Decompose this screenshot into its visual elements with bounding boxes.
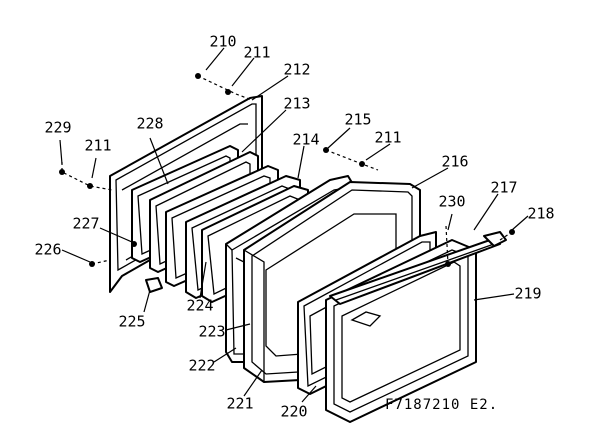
callout-215: 215 bbox=[344, 110, 372, 129]
callout-219: 219 bbox=[514, 284, 542, 303]
callout-220: 220 bbox=[280, 402, 308, 421]
callout-211-right: 211 bbox=[374, 128, 402, 147]
callout-228: 228 bbox=[136, 114, 164, 133]
callout-227: 227 bbox=[72, 214, 100, 233]
model-code: F7187210 E2. bbox=[385, 397, 499, 413]
leader-lines bbox=[59, 47, 529, 403]
callout-226: 226 bbox=[34, 240, 62, 259]
callout-221: 221 bbox=[226, 394, 254, 413]
assembly-lines bbox=[61, 75, 513, 265]
callout-218: 218 bbox=[527, 204, 555, 223]
callout-211-left: 211 bbox=[84, 136, 112, 155]
callout-217: 217 bbox=[490, 178, 518, 197]
callout-222: 222 bbox=[188, 356, 216, 375]
callout-212: 212 bbox=[283, 60, 311, 79]
callout-229: 229 bbox=[44, 118, 72, 137]
callout-230: 230 bbox=[438, 192, 466, 211]
callout-211-top: 211 bbox=[243, 43, 271, 62]
door-handle bbox=[329, 231, 507, 305]
callout-224: 224 bbox=[186, 296, 214, 315]
callout-210: 210 bbox=[209, 32, 237, 51]
callout-213: 213 bbox=[283, 94, 311, 113]
callout-216: 216 bbox=[441, 152, 469, 171]
callout-225: 225 bbox=[118, 312, 146, 331]
callout-214: 214 bbox=[292, 130, 320, 149]
callout-223: 223 bbox=[198, 322, 226, 341]
